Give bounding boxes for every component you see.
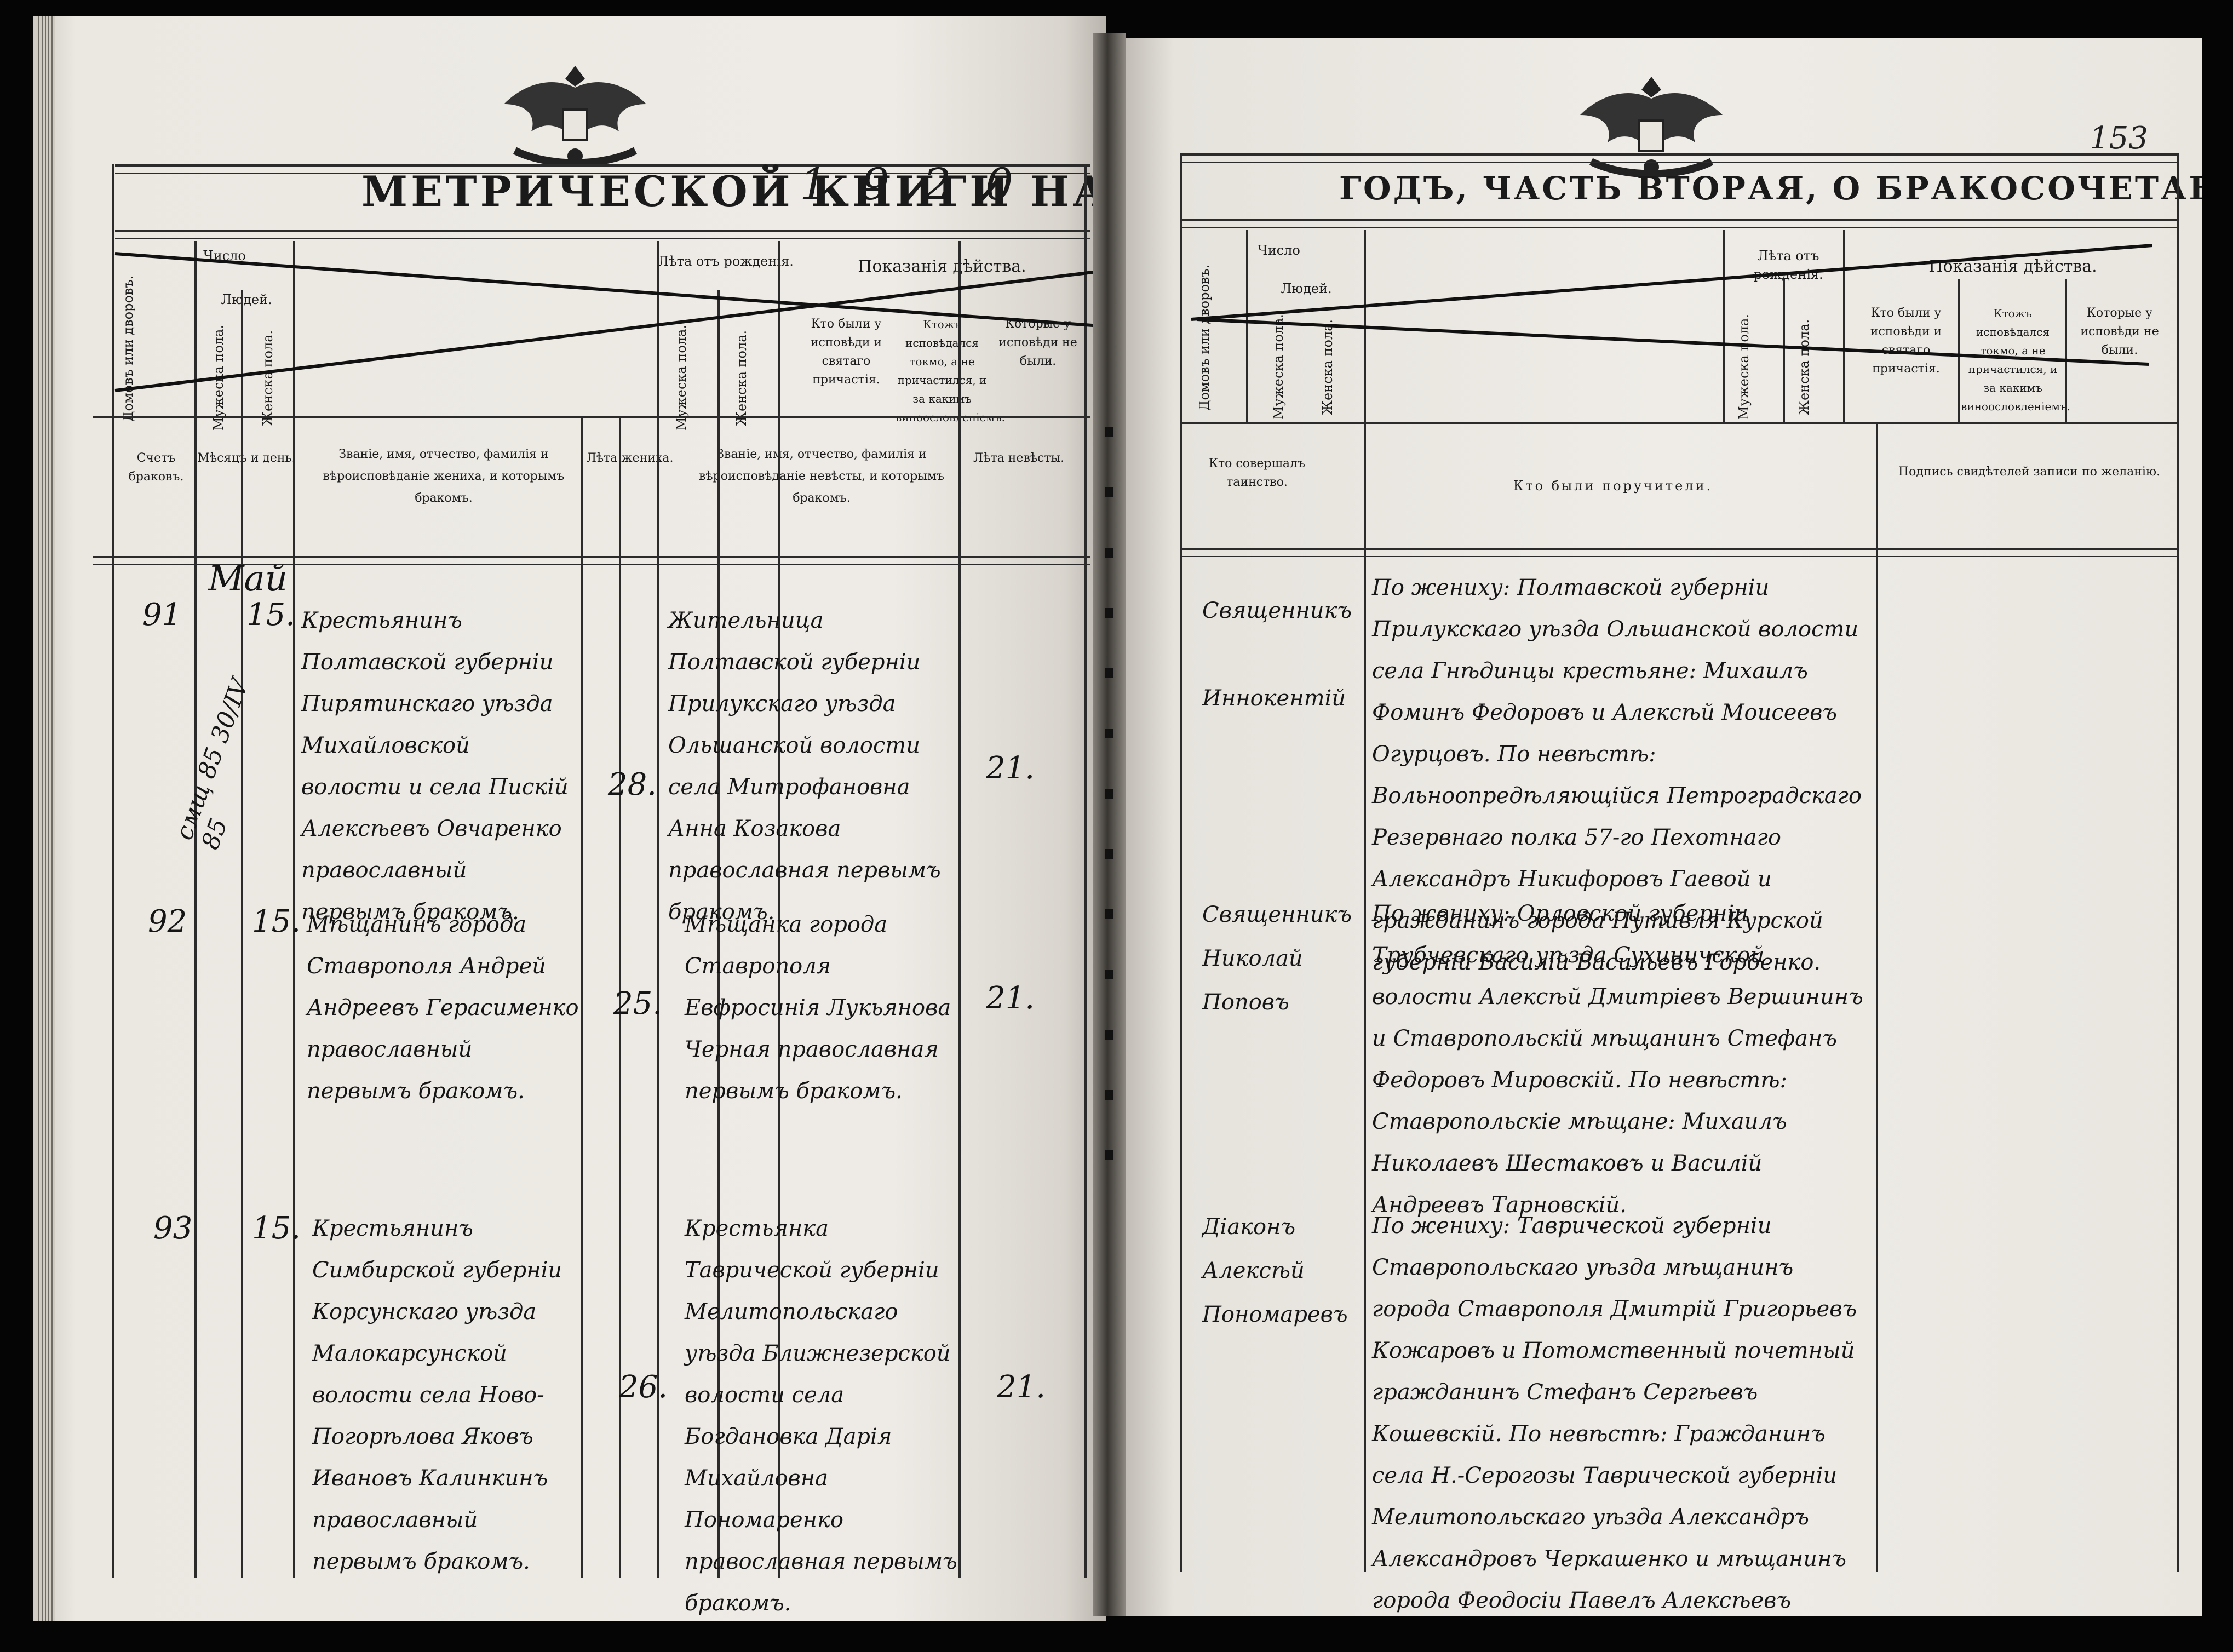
entry-91-groom-age: 28.	[608, 767, 657, 802]
hdr-lyudey: Людей.	[221, 292, 272, 307]
r-hdr-lyudey: Людей.	[1281, 281, 1332, 296]
right-title: ГОДЪ, ЧАСТЬ ВТОРАЯ, О БРАКОСОЧЕТАВШИХСЯ.	[1339, 170, 2202, 207]
entry-91-number: 91	[142, 597, 182, 633]
hdr-kto-byli: Кто были у исповѣди и святаго причастія.	[810, 317, 882, 387]
r-hdr-kotorye: Которые у исповѣди не были.	[2080, 306, 2159, 357]
entry-91-bride: Жительница Полтавской губерніи Прилукска…	[668, 608, 941, 925]
hdr-leta: Лѣта отъ рожденія.	[658, 254, 794, 269]
entry-93-bride: Крестьянка Таврической губерніи Мелитопо…	[685, 1216, 957, 1616]
entry-93-groom: Крестьянинъ Симбирской губерніи Корсунск…	[312, 1216, 562, 1574]
hdr-nevesta: Званіе, имя, отчество, фамилія и вѣроисп…	[699, 448, 944, 505]
r-hdr-leta-muzh: Мужеска пола.	[1736, 314, 1752, 420]
hdr-ktozh: Ктожъ исповѣдался токмо, а не причастилс…	[896, 318, 1005, 424]
imperial-eagle-emblem-left	[504, 66, 646, 167]
entry-92-priest: Священникъ Николай Поповъ	[1202, 902, 1352, 1015]
entry-93-priest: Діаконъ Алексѣй Пономаревъ	[1202, 1214, 1348, 1327]
r-hdr-chislo: Число	[1258, 243, 1300, 258]
page-stack-edges	[36, 16, 55, 1621]
entry-91-groom: Крестьянинъ Полтавской губерніи Пирятинс…	[301, 608, 569, 925]
left-title: МЕТРИЧЕСКОЙ КНИГИ НА	[361, 167, 1106, 216]
entry-93-number: 93	[153, 1211, 193, 1246]
entry-92-day: 15.	[252, 904, 301, 939]
left-page: МЕТРИЧЕСКОЙ КНИГИ НА 1920 Число Домовъ и…	[33, 16, 1106, 1621]
entry-92-groom-age: 25.	[613, 986, 663, 1022]
register-year: 1920	[800, 159, 1047, 210]
r-hdr-zhen: Женска пола.	[1320, 319, 1335, 415]
r-hdr-poruchiteli: Кто были поручители.	[1513, 478, 1713, 494]
r-hdr-leta: Лѣта отъ рожденія.	[1753, 248, 1823, 282]
entry-91-priest: Священникъ Иннокентій	[1202, 598, 1352, 711]
entry-93-bride-age: 21.	[997, 1369, 1046, 1405]
entry-92-bride: Мѣщанка города Ставрополя Евфросинія Лук…	[685, 912, 951, 1104]
hdr-zhenikh: Званіе, имя, отчество, фамилія и вѣроисп…	[323, 448, 565, 505]
imperial-eagle-emblem-right	[1580, 77, 1723, 178]
hdr-domov: Домовъ или дворовъ.	[120, 275, 136, 422]
entry-92-bride-age: 21.	[986, 980, 1035, 1016]
r-hdr-muzh: Мужеска пола.	[1271, 314, 1286, 420]
r-hdr-domov: Домовъ или дворовъ.	[1197, 264, 1212, 411]
r-hdr-kto-sovershal: Кто совершалъ таинство.	[1208, 457, 1306, 489]
month-label: Май	[208, 559, 288, 599]
r-hdr-pokazaniya: Показанія дѣйства.	[1928, 257, 2097, 276]
entry-91-day: 15.	[246, 597, 296, 633]
right-page: 153 ГОДЪ, ЧАСТЬ ВТОРАЯ, О БРАКОСОЧЕТАВШИ…	[1120, 38, 2202, 1616]
entry-93-sureties: По жениху: Таврической губерніи Ставропо…	[1372, 1213, 1857, 1613]
entry-91-bride-age: 21.	[986, 750, 1035, 786]
r-hdr-ktozh: Ктожъ исповѣдался токмо, а не причастилс…	[1961, 307, 2070, 413]
hdr-pokazaniya: Показанія дѣйства.	[858, 257, 1026, 276]
entry-93-day: 15.	[252, 1211, 301, 1246]
r-hdr-leta-zhen: Женска пола.	[1796, 319, 1812, 415]
entry-91-sureties: По жениху: Полтавской губерніи Прилукска…	[1372, 575, 1862, 975]
margin-note: смщ 85 30/IV 85	[170, 675, 255, 853]
entry-93-groom-age: 26.	[619, 1369, 668, 1405]
page-number: 153	[2090, 121, 2148, 156]
r-hdr-kto-byli: Кто были у исповѣди и святаго причастія.	[1870, 306, 1942, 376]
hdr-schet: Счетъ браковъ.	[128, 451, 184, 484]
entry-92-number: 92	[148, 904, 187, 939]
hdr-mesyats: Мѣсяцъ и день.	[197, 451, 296, 465]
binding-thread	[1105, 427, 1113, 1194]
hdr-leta-nevesty: Лѣта невѣсты.	[973, 451, 1065, 465]
entry-92-sureties: По жениху: Орловской губерніи Трубчевска…	[1372, 901, 1863, 1218]
entry-92-groom: Мѣщанинъ города Ставрополя Андрей Андрее…	[307, 912, 579, 1104]
r-hdr-podpis: Подпись свидѣтелей записи по желанію.	[1898, 465, 2161, 479]
hdr-leta-zhenikha: Лѣта жениха.	[586, 451, 674, 465]
